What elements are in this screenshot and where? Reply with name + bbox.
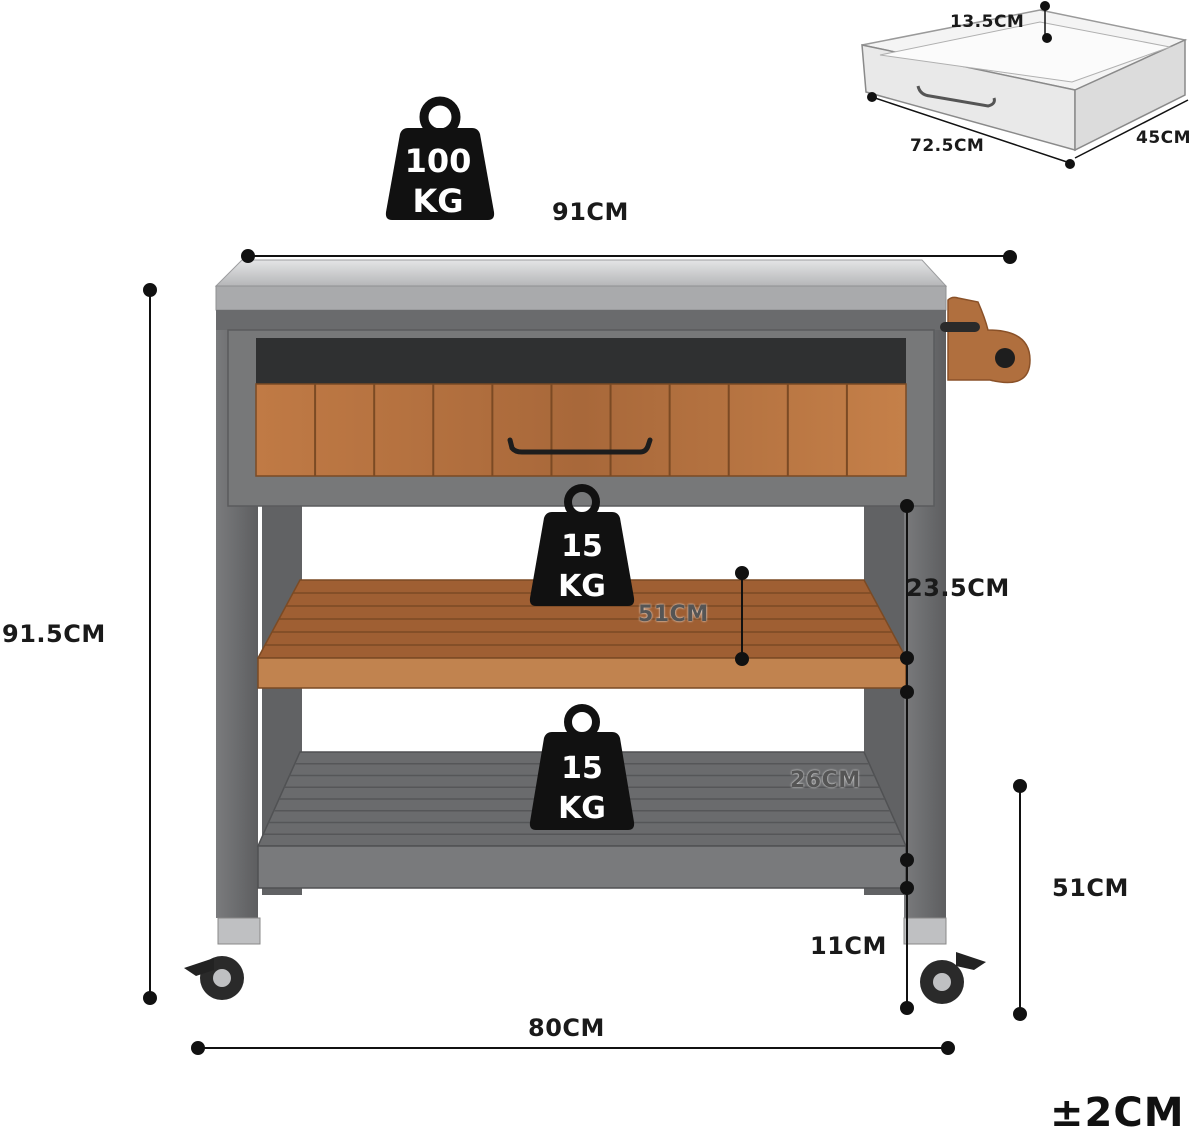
tolerance-note: ±2CM — [1050, 1090, 1185, 1136]
label-side-height: 51CM — [1052, 874, 1129, 902]
drawer-inset — [861, 1, 1189, 169]
svg-text:KG: KG — [558, 791, 606, 826]
label-total-height: 91.5CM — [2, 620, 106, 648]
caster-left — [184, 917, 261, 1000]
label-drawer-height: 13.5CM — [950, 12, 1025, 32]
weight-icon-100kg: 100 KG — [385, 96, 495, 220]
svg-text:100: 100 — [405, 142, 472, 180]
drawer-handle — [507, 437, 653, 455]
svg-text:KG: KG — [412, 182, 463, 220]
stainless-top — [214, 259, 948, 287]
label-drawer-to-shelf: 23.5CM — [906, 574, 1010, 602]
middle-wood-shelf — [256, 579, 908, 689]
bottom-slatted-shelf — [256, 751, 908, 889]
label-shelf-gap: 26CM — [790, 768, 861, 793]
caster-right — [903, 917, 986, 1004]
label-ground-clearance: 11CM — [810, 932, 887, 960]
side-cutting-board — [940, 296, 1031, 384]
label-top-width: 91CM — [552, 198, 629, 226]
svg-text:KG: KG — [558, 569, 606, 604]
svg-text:15: 15 — [561, 529, 603, 564]
label-base-width: 80CM — [528, 1014, 605, 1042]
label-drawer-depth: 45CM — [1136, 128, 1192, 148]
weight-icon-drawer-15kg: 15 KG — [529, 484, 635, 606]
dimension-lines — [143, 249, 1027, 1055]
kitchen-cart — [184, 259, 1031, 1004]
label-shelf-depth: 51CM — [638, 602, 709, 627]
drawer-front — [255, 383, 907, 477]
weight-icon-shelf-15kg: 15 KG — [529, 704, 635, 830]
label-drawer-width: 72.5CM — [910, 136, 985, 156]
svg-text:15: 15 — [561, 751, 603, 786]
